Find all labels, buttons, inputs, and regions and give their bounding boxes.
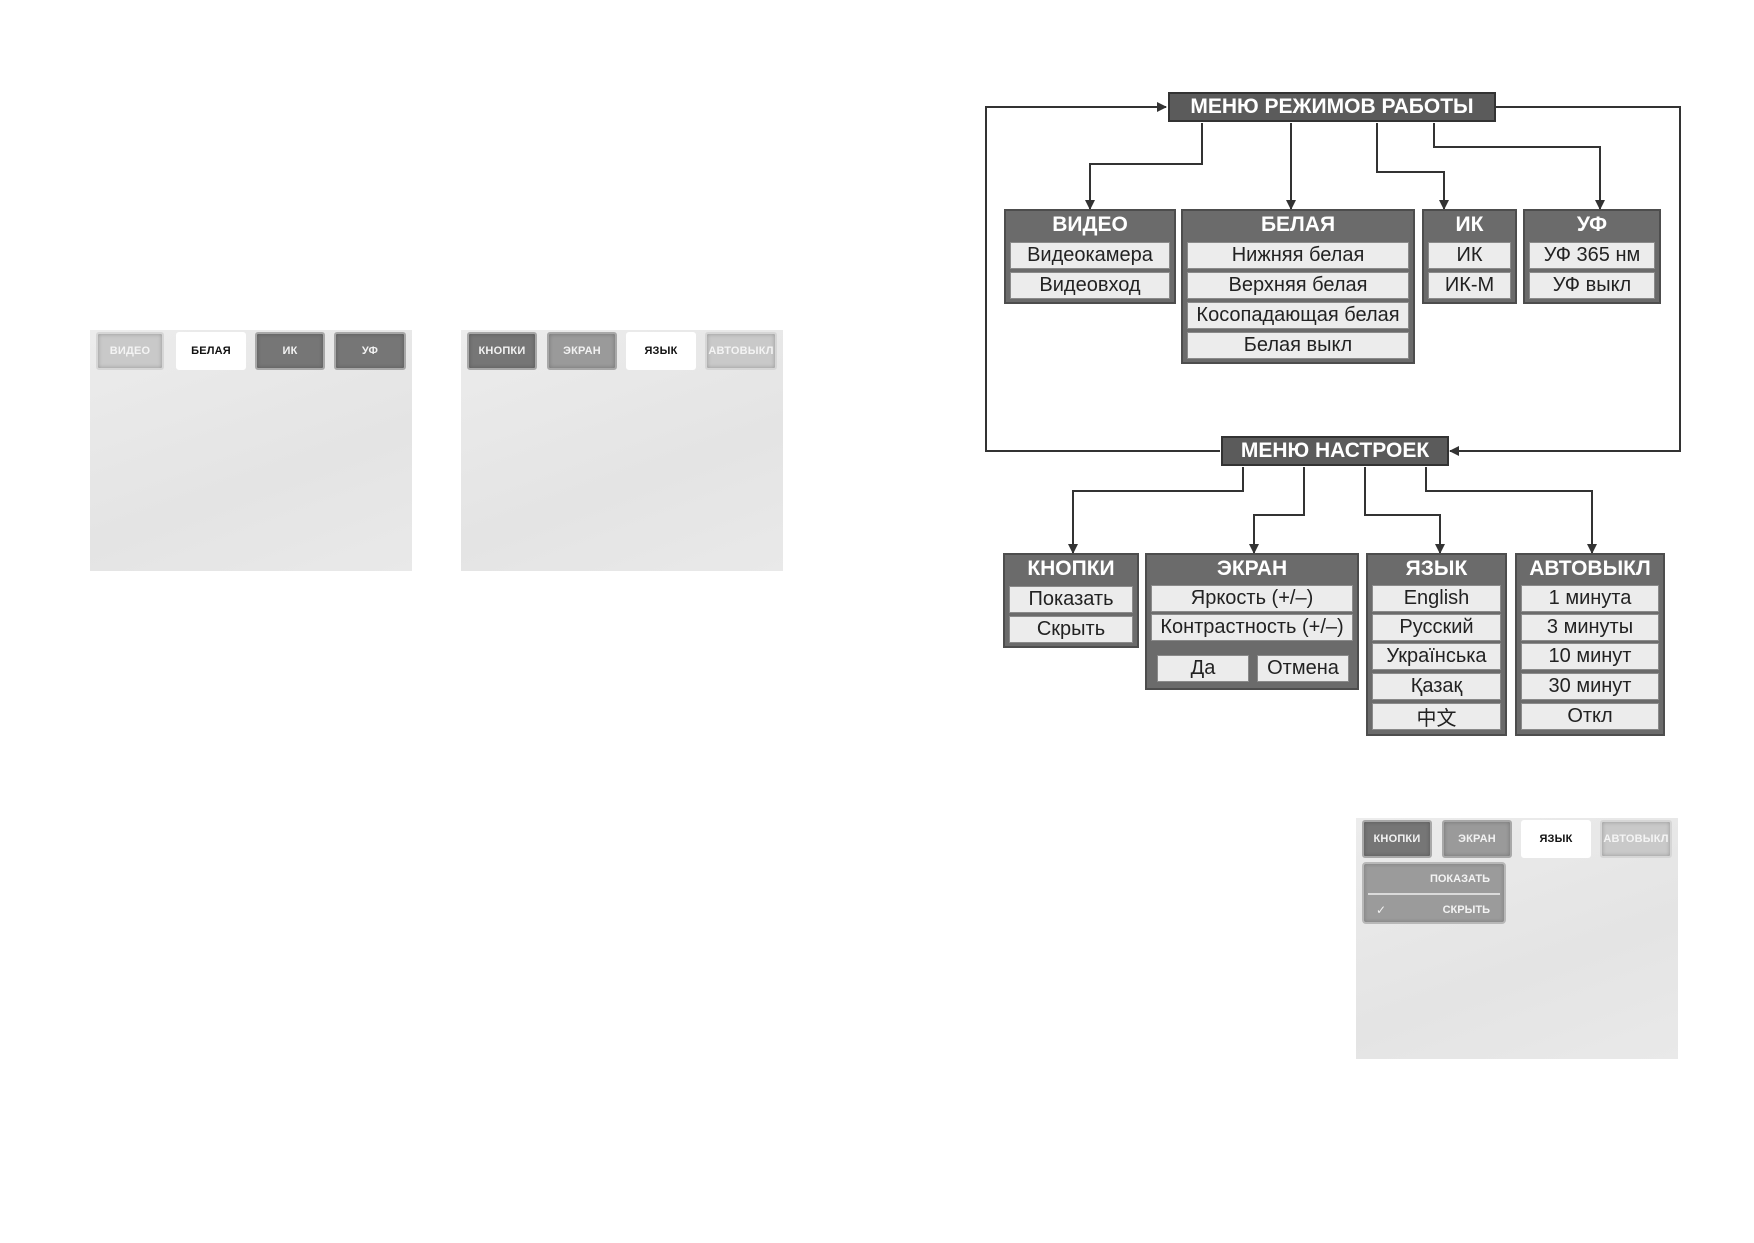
branch-video [1085,123,1203,210]
group-title: ВИДЕО [1052,213,1128,236]
group-screen: ЭКРАН Яркость (+/–) Контрастность (+/–) … [1145,553,1359,690]
tab-bar: ВИДЕО БЕЛАЯ ИК УФ [90,330,412,372]
dropdown-divider [1368,893,1500,895]
group-title: ЭКРАН [1216,557,1288,580]
menu-item: Видеокамера [1010,242,1170,269]
loop-line-right [1449,106,1681,456]
group-white: БЕЛАЯ Нижняя белая Верхняя белая Косопад… [1181,209,1415,364]
group-title: АВТОВЫКЛ [1529,557,1651,580]
menu-item: УФ выкл [1529,272,1655,299]
menu-item: 10 минут [1521,643,1659,670]
group-video: ВИДЕО Видеокамера Видеовход [1004,209,1176,304]
menu-item: 中文 [1372,703,1501,730]
menu-item: Показать [1009,586,1133,613]
screen-settings-dropdown: КНОПКИ ЭКРАН ЯЗЫК АВТОВЫКЛ ПОКАЗАТЬ ✓ СК… [1356,818,1678,1059]
group-autooff: АВТОВЫКЛ 1 минута 3 минуты 10 минут 30 м… [1515,553,1665,736]
group-title: ЯЗЫК [1405,557,1468,580]
group-title: БЕЛАЯ [1260,213,1336,236]
menu-item: УФ 365 нм [1529,242,1655,269]
confirm-button: Да [1157,655,1249,682]
tab-uv[interactable]: УФ [334,332,406,370]
dropdown-item-show[interactable]: ПОКАЗАТЬ [1364,864,1504,894]
buttons-dropdown: ПОКАЗАТЬ ✓ СКРЫТЬ [1362,862,1506,924]
group-buttons: КНОПКИ Показать Скрыть [1003,553,1139,648]
branch-autooff [1425,467,1597,554]
branch-buttons [1068,467,1244,554]
group-title: УФ [1576,213,1608,236]
menu-item: ИК-М [1428,272,1511,299]
group-title: ИК [1455,213,1484,236]
tab-video[interactable]: ВИДЕО [96,332,164,370]
menu-item: Яркость (+/–) [1151,585,1353,612]
menu-item: 1 минута [1521,585,1659,612]
group-title: КНОПКИ [1027,557,1115,580]
group-language: ЯЗЫК English Русский Українська Қазақ 中文 [1366,553,1507,736]
tab-ir[interactable]: ИК [255,332,325,370]
modes-menu-header: МЕНЮ РЕЖИМОВ РАБОТЫ [1168,92,1496,122]
branch-uv [1433,123,1605,210]
tab-bar: КНОПКИ ЭКРАН ЯЗЫК АВТОВЫКЛ [1356,818,1678,860]
menu-item: Нижняя белая [1187,242,1409,269]
branch-language [1364,467,1445,554]
menu-item: ИК [1428,242,1511,269]
dropdown-item-label: СКРЫТЬ [1442,904,1490,916]
branch-screen [1249,467,1305,554]
menu-item: Белая выкл [1187,332,1409,359]
tab-buttons[interactable]: КНОПКИ [1362,820,1432,858]
menu-item: Видеовход [1010,272,1170,299]
screen-settings: КНОПКИ ЭКРАН ЯЗЫК АВТОВЫКЛ [461,330,783,571]
menu-item: English [1372,585,1501,612]
menu-item: 30 минут [1521,673,1659,700]
tab-screen[interactable]: ЭКРАН [1442,820,1512,858]
cancel-button: Отмена [1257,655,1349,682]
menu-item: Українська [1372,643,1501,670]
tab-bar: КНОПКИ ЭКРАН ЯЗЫК АВТОВЫКЛ [461,330,783,372]
settings-menu-header: МЕНЮ НАСТРОЕК [1221,436,1449,466]
tab-screen[interactable]: ЭКРАН [547,332,617,370]
menu-item: Верхняя белая [1187,272,1409,299]
tab-buttons[interactable]: КНОПКИ [467,332,537,370]
menu-item: Контрастность (+/–) [1151,614,1353,641]
dropdown-item-hide[interactable]: ✓ СКРЫТЬ [1364,895,1504,925]
tab-autooff[interactable]: АВТОВЫКЛ [705,332,777,370]
menu-item: Русский [1372,614,1501,641]
screen-modes: ВИДЕО БЕЛАЯ ИК УФ [90,330,412,571]
check-icon: ✓ [1376,903,1387,917]
tab-autooff[interactable]: АВТОВЫКЛ [1600,820,1672,858]
tab-white[interactable]: БЕЛАЯ [176,332,246,370]
loop-line-left [985,102,1220,452]
group-ir: ИК ИК ИК-М [1422,209,1517,304]
branch-ir [1376,123,1449,210]
menu-item: Скрыть [1009,616,1133,643]
dropdown-item-label: ПОКАЗАТЬ [1429,873,1490,885]
menu-item: Косопадающая белая [1187,302,1409,329]
menu-item: 3 минуты [1521,614,1659,641]
menu-item: Откл [1521,703,1659,730]
menu-item: Қазақ [1372,673,1501,700]
group-uv: УФ УФ 365 нм УФ выкл [1523,209,1661,304]
tab-language[interactable]: ЯЗЫК [1521,820,1591,858]
tab-language[interactable]: ЯЗЫК [626,332,696,370]
